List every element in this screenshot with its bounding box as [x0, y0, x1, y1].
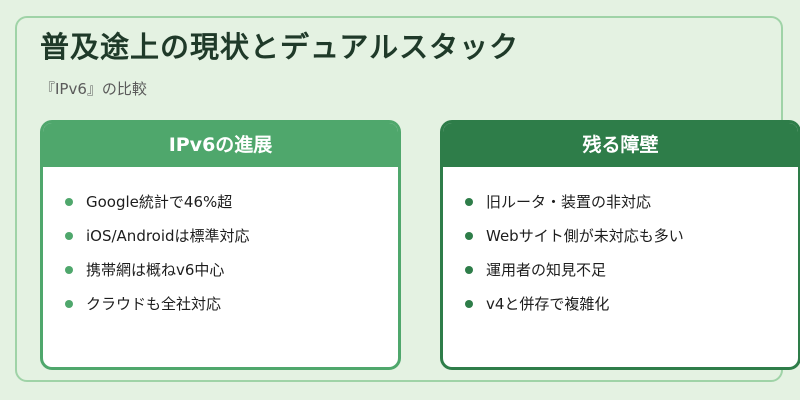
list-item: Google統計で46%超	[65, 185, 398, 219]
list-item-text: Google統計で46%超	[86, 193, 233, 211]
ipv6-progress-card: IPv6の進展 Google統計で46%超 iOS/Androidは標準対応 携…	[40, 120, 401, 370]
list-item: 携帯網は概ねv6中心	[65, 253, 398, 287]
list-item: Webサイト側が未対応も多い	[465, 219, 798, 253]
bullet-icon	[65, 198, 73, 206]
bullet-icon	[65, 300, 73, 308]
list-item: 旧ルータ・装置の非対応	[465, 185, 798, 219]
bullet-icon	[65, 266, 73, 274]
list-item-text: クラウドも全社対応	[86, 295, 222, 313]
list-item: クラウドも全社対応	[65, 287, 398, 321]
barriers-list: 旧ルータ・装置の非対応 Webサイト側が未対応も多い 運用者の知見不足 v4と併…	[443, 167, 798, 321]
card-heading-barriers: 残る障壁	[443, 123, 798, 167]
bullet-icon	[65, 232, 73, 240]
list-item-text: 運用者の知見不足	[486, 261, 607, 279]
list-item-text: Webサイト側が未対応も多い	[486, 227, 684, 245]
list-item-text: v4と併存で複雑化	[486, 295, 610, 313]
list-item-text: 携帯網は概ねv6中心	[86, 261, 225, 279]
list-item: v4と併存で複雑化	[465, 287, 798, 321]
list-item: iOS/Androidは標準対応	[65, 219, 398, 253]
bullet-icon	[465, 300, 473, 308]
list-item-text: iOS/Androidは標準対応	[86, 227, 250, 245]
remaining-barriers-card: 残る障壁 旧ルータ・装置の非対応 Webサイト側が未対応も多い 運用者の知見不足…	[440, 120, 800, 370]
bullet-icon	[465, 266, 473, 274]
bullet-icon	[465, 198, 473, 206]
progress-list: Google統計で46%超 iOS/Androidは標準対応 携帯網は概ねv6中…	[43, 167, 398, 321]
bullet-icon	[465, 232, 473, 240]
page-title: 普及途上の現状とデュアルスタック	[40, 30, 520, 64]
list-item-text: 旧ルータ・装置の非対応	[486, 193, 652, 211]
page-subtitle: 『IPv6』の比較	[40, 80, 147, 98]
list-item: 運用者の知見不足	[465, 253, 798, 287]
card-heading-progress: IPv6の進展	[43, 123, 398, 167]
